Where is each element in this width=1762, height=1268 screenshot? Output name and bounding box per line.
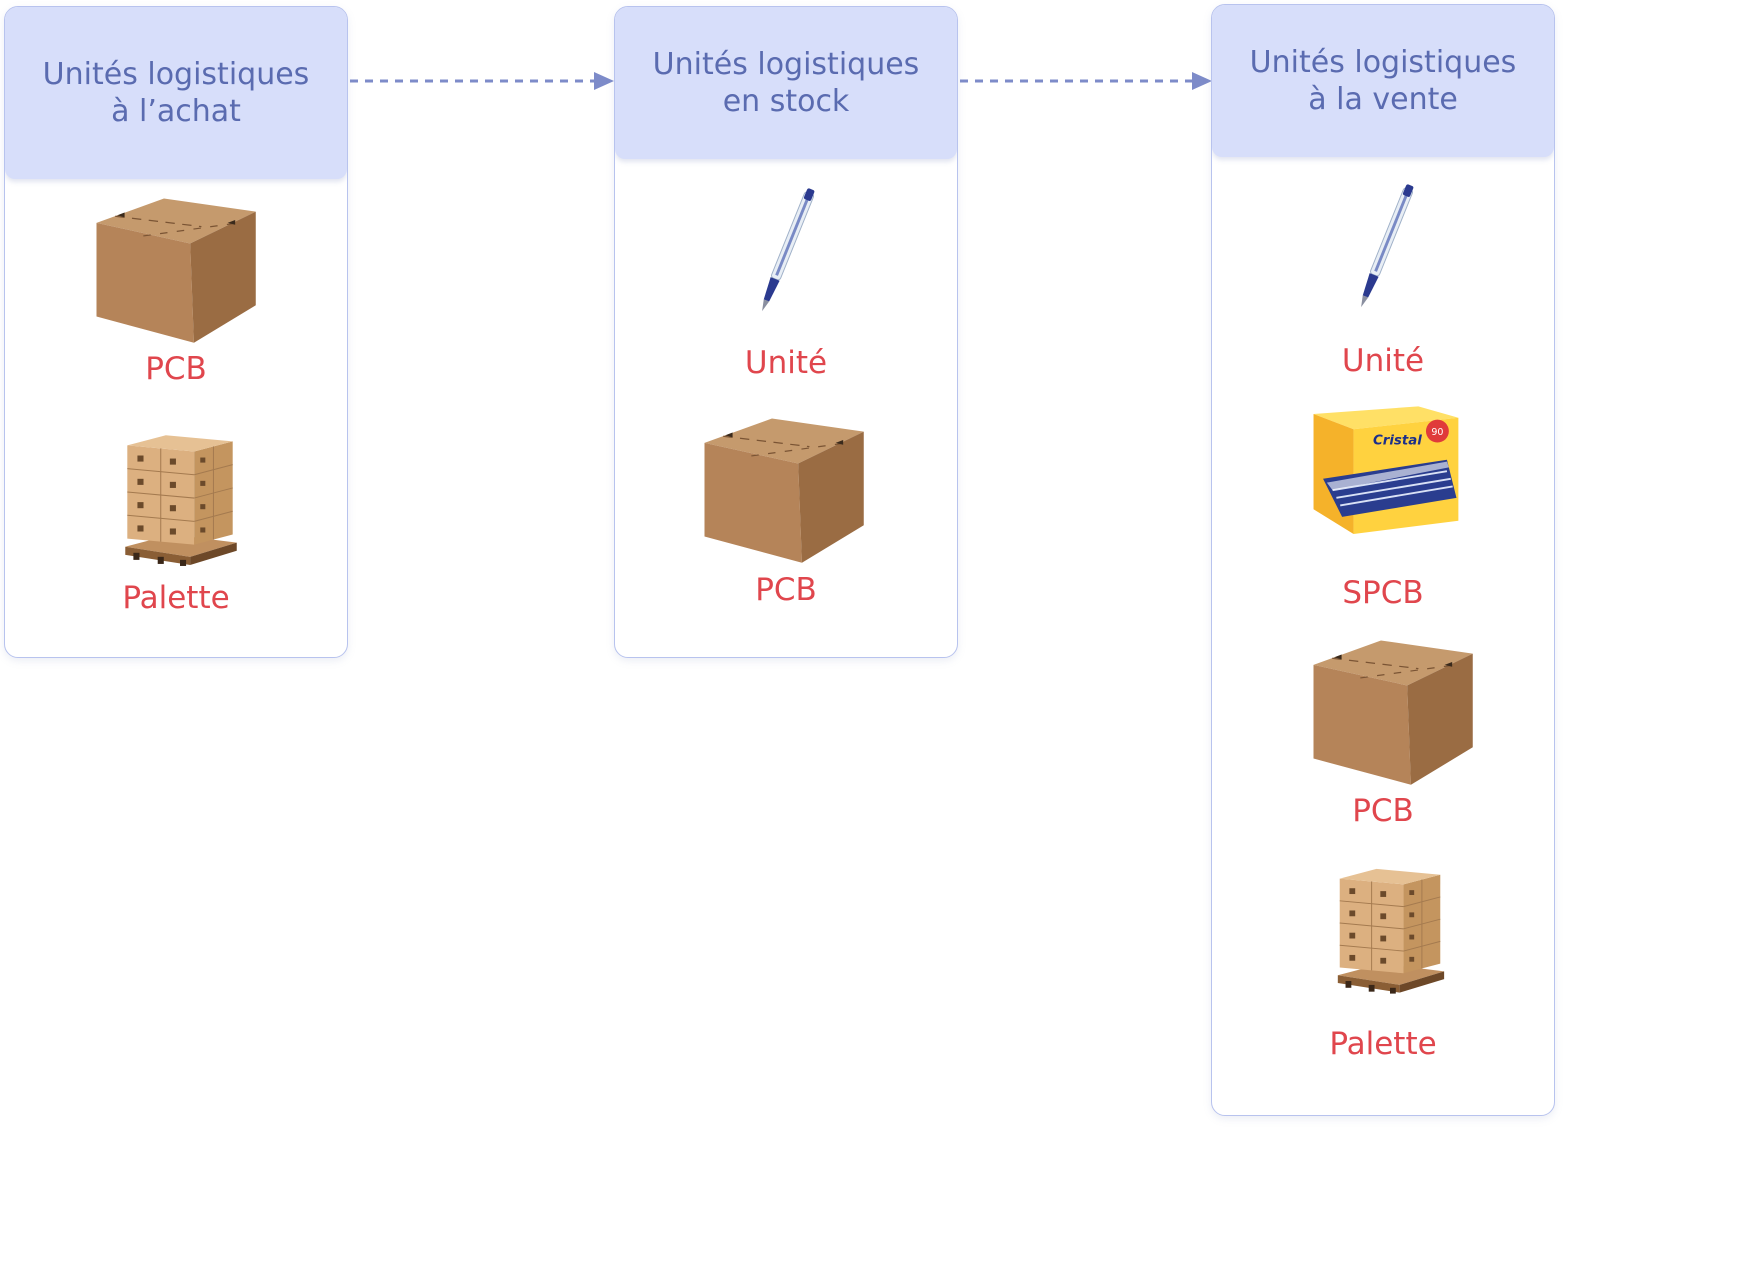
item-label-unite: Unité: [1341, 343, 1425, 379]
column-title-line2: à la vente: [1308, 82, 1458, 117]
pallet-icon: [1332, 851, 1448, 997]
cardboard-box-icon: [1306, 627, 1484, 787]
pen-pack-icon: [1304, 401, 1466, 547]
column-title-line1: Unités logistiques: [1249, 45, 1517, 80]
item-label-pcb: PCB: [1352, 793, 1414, 829]
column-header-achat: Unités logistiques à l’achat: [5, 7, 347, 179]
column-title-line2: en stock: [722, 84, 850, 119]
arrow-achat-to-stock: [350, 72, 614, 90]
pen-icon: [1356, 179, 1414, 317]
column-achat: Unités logistiques à l’achat PCB Palette: [4, 6, 348, 658]
item-label-pcb: PCB: [755, 572, 817, 608]
arrow-stock-to-vente: [960, 72, 1212, 90]
item-label-unite: Unité: [744, 345, 828, 381]
column-stock: Unités logistiques en stock Unité PCB: [614, 6, 958, 658]
item-label-palette: Palette: [122, 580, 230, 616]
cardboard-box-icon: [89, 185, 267, 345]
column-title-line1: Unités logistiques: [652, 47, 920, 82]
column-header-stock: Unités logistiques en stock: [615, 7, 957, 159]
item-label-spcb: SPCB: [1342, 575, 1424, 611]
item-label-palette: Palette: [1329, 1026, 1437, 1062]
pallet-icon: [119, 417, 241, 569]
column-title-line2: à l’achat: [111, 94, 241, 129]
item-label-pcb: PCB: [145, 351, 207, 387]
cardboard-box-icon: [697, 405, 875, 565]
pen-icon: [757, 183, 815, 321]
column-header-vente: Unités logistiques à la vente: [1212, 5, 1554, 157]
column-title-line1: Unités logistiques: [42, 57, 310, 92]
column-vente: Unités logistiques à la vente Unité SPCB…: [1211, 4, 1555, 1116]
